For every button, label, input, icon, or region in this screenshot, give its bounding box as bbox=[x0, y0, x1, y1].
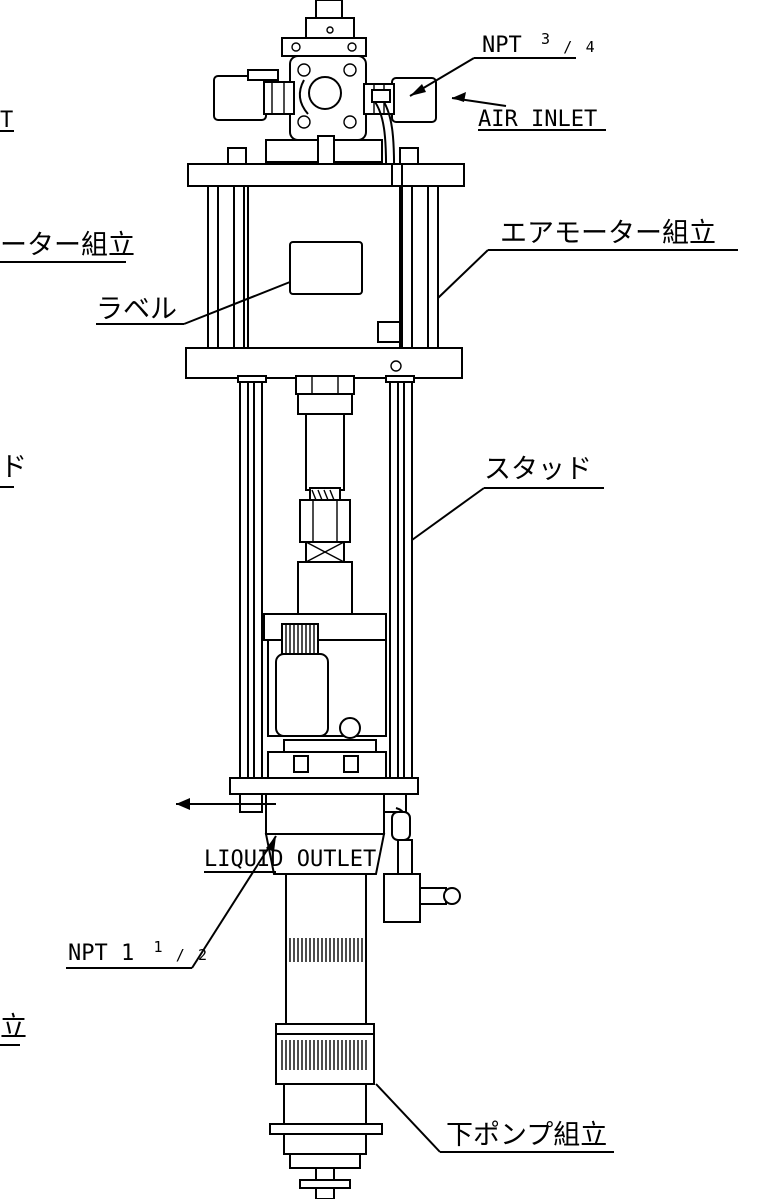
label-air-inlet: AIR INLET bbox=[478, 107, 597, 132]
label-liquid-outlet: LIQUID OUTLET bbox=[204, 847, 376, 872]
label-npt-bottom: NPT 1 1 / 2 bbox=[68, 933, 207, 966]
label-lower-pump-left-cut: 立 bbox=[0, 1012, 27, 1043]
valve-knob-c bbox=[297, 115, 311, 129]
label-lower-pump: 下ポンプ組立 bbox=[446, 1120, 607, 1151]
label-left-top-cut: T bbox=[0, 108, 13, 133]
flange-bolt-l bbox=[291, 42, 301, 52]
arrow-air-inlet bbox=[452, 92, 466, 102]
side-valve-outlet bbox=[419, 887, 447, 905]
side-valve bbox=[383, 807, 461, 923]
rod-upper bbox=[305, 413, 345, 491]
npt-bottom-slash: / bbox=[176, 946, 185, 964]
flange-bolt-r bbox=[347, 42, 357, 52]
valve-top-hole bbox=[326, 26, 334, 34]
valve-center-rod bbox=[317, 135, 335, 165]
label-air-motor-left-cut: ーター組立 bbox=[0, 230, 135, 261]
label-stud-left-cut: ド bbox=[0, 452, 27, 483]
motor-rod-r-inner bbox=[401, 185, 413, 349]
pump-foot bbox=[283, 1083, 367, 1155]
top-bolt-r bbox=[399, 147, 419, 165]
block-base bbox=[267, 751, 387, 779]
valve-knob-a bbox=[297, 63, 311, 77]
npt-top-den: 4 bbox=[586, 38, 595, 56]
stud-l-b bbox=[253, 377, 263, 779]
motor-rod-l-outer bbox=[207, 185, 219, 349]
motor-bottom-plate bbox=[185, 347, 463, 379]
left-cut-labels: T ーター組立 ド 立 bbox=[0, 108, 135, 1046]
pump-taper bbox=[264, 833, 386, 875]
npt-bottom-prefix: NPT 1 bbox=[68, 941, 134, 966]
top-bolt-l bbox=[227, 147, 247, 165]
base-bolt-l bbox=[293, 755, 309, 773]
stud-top-nut-r bbox=[385, 375, 415, 383]
npt-bottom-num: 1 bbox=[153, 938, 162, 956]
arrow-npt-top bbox=[410, 84, 426, 96]
air-motor bbox=[185, 163, 465, 395]
stud-l-a bbox=[239, 377, 249, 779]
motor-output-nut bbox=[295, 375, 355, 395]
left-solenoid-nut bbox=[263, 81, 295, 115]
label-stud: スタッド bbox=[484, 454, 592, 485]
plate-screw bbox=[390, 360, 402, 372]
side-elbow-body bbox=[391, 811, 411, 841]
arrow-liquid-outlet bbox=[176, 798, 190, 810]
rod-lower bbox=[297, 561, 353, 623]
valve-knob-d bbox=[343, 115, 357, 129]
motor-rod-l-inner bbox=[233, 185, 245, 349]
oil-bottle bbox=[275, 653, 329, 737]
side-valve-cap bbox=[443, 887, 461, 905]
base-bolt-r bbox=[343, 755, 359, 773]
block-lower-ring bbox=[283, 739, 377, 753]
air-valve-assembly bbox=[213, 0, 437, 320]
left-solenoid-clip bbox=[247, 69, 279, 81]
left-solenoid bbox=[213, 75, 267, 121]
side-valve-body bbox=[383, 873, 421, 923]
valve-arc bbox=[298, 79, 309, 115]
valve-knob-b bbox=[343, 63, 357, 77]
label-label-plate: ラベル bbox=[96, 294, 177, 325]
coupling-nut bbox=[299, 499, 351, 543]
side-pipe bbox=[397, 839, 413, 875]
foot-valve-disk bbox=[299, 1179, 351, 1189]
callout-labels: NPT 3 / 4 AIR INLET エアモーター組立 ラベル スタッド LI… bbox=[68, 25, 716, 1151]
stud-top-nut-l bbox=[237, 375, 267, 383]
lower-plate bbox=[229, 777, 419, 795]
knurl-upper bbox=[289, 938, 363, 962]
valve-port bbox=[308, 76, 342, 110]
stud-r-b bbox=[403, 377, 413, 779]
label-npt-top: NPT 3 / 4 bbox=[482, 25, 595, 58]
arrow-npt-bottom bbox=[266, 836, 276, 852]
wet-cup-block bbox=[263, 613, 387, 779]
lower-nut-r bbox=[383, 793, 407, 813]
npt-bottom-den: 2 bbox=[198, 946, 207, 964]
stud-r-a bbox=[389, 377, 399, 779]
tube-lower-fitting bbox=[377, 321, 401, 343]
motor-rod-r-outer bbox=[427, 185, 439, 349]
label-air-motor-right: エアモーター組立 bbox=[500, 218, 716, 249]
cup-cap bbox=[281, 623, 319, 655]
valve-flange bbox=[281, 37, 367, 57]
rod-collar bbox=[297, 393, 353, 415]
tube-fitting bbox=[371, 89, 391, 103]
foot-base bbox=[289, 1153, 361, 1169]
leaders bbox=[66, 57, 738, 1153]
npt-top-num: 3 bbox=[541, 30, 550, 48]
motor-top-plate bbox=[187, 163, 465, 187]
npt-top-slash: / bbox=[563, 38, 572, 56]
label-plate bbox=[289, 241, 363, 295]
pump-outlet-housing bbox=[265, 793, 385, 835]
pump-body bbox=[264, 793, 386, 1199]
block-fitting bbox=[339, 717, 361, 739]
foot-valve-stem bbox=[315, 1187, 335, 1199]
foot-flange bbox=[269, 1123, 383, 1135]
valve-top-cap bbox=[305, 17, 355, 41]
knurl-lower bbox=[281, 1040, 367, 1070]
npt-top-prefix: NPT bbox=[482, 33, 522, 58]
piston-rod bbox=[297, 393, 353, 623]
